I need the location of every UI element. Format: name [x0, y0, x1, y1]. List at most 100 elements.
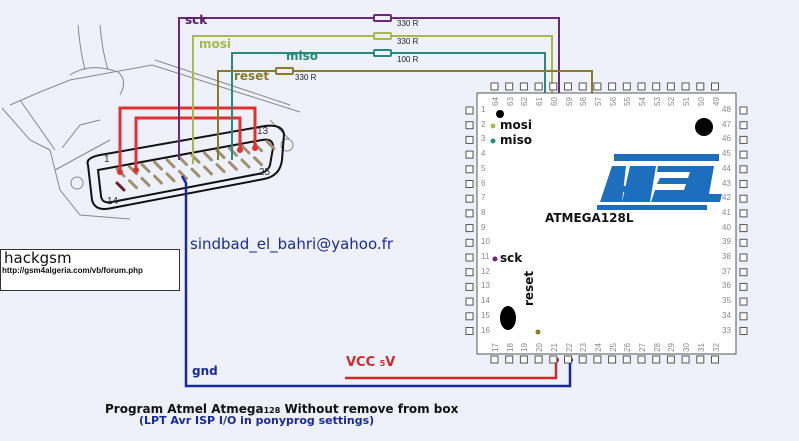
chip-pad-52 [666, 82, 675, 91]
chip-pad-5 [465, 165, 474, 174]
chip-pin-number-19: 19 [520, 343, 530, 352]
chip-pad-59 [564, 82, 572, 91]
label-reset: reset [234, 69, 270, 83]
chip-pin-number-64: 64 [491, 97, 500, 106]
chip-pad-34 [739, 312, 748, 321]
chip-pad-3 [465, 135, 474, 144]
chip-pad-9 [465, 224, 474, 233]
chip-pin-number-21: 21 [549, 343, 559, 352]
chip-pin-number-41: 41 [722, 207, 731, 217]
chip-pad-31 [696, 355, 705, 364]
chip-pin-number-40: 40 [722, 222, 731, 232]
chip-pin-number-18: 18 [505, 343, 515, 352]
vcc-label-text: VCC [346, 355, 376, 370]
chip-pin-number-29: 29 [667, 343, 677, 352]
wire-gnd [180, 175, 572, 388]
info-box: hackgsm http://gsm4algeria.com/vb/forum.… [0, 249, 180, 291]
chip-name: ATMEGA128L [545, 211, 634, 225]
reset-pin-dot [535, 329, 541, 335]
chip-pad-24 [593, 355, 602, 364]
chip-pin-number-15: 15 [481, 310, 490, 320]
chip-pad-28 [652, 355, 661, 364]
chip-pad-58 [578, 82, 587, 91]
db25-pin1-label: 1 [104, 154, 110, 165]
chip-pin-number-42: 42 [722, 193, 731, 203]
chip-pad-50 [696, 82, 705, 91]
db25-pin13-label: 13 [257, 126, 269, 137]
chip-pad-51 [681, 82, 690, 91]
pin1-marker [496, 110, 504, 118]
chip-pad-21 [549, 355, 558, 364]
chip-pads [465, 82, 748, 364]
chip-pin-number-11: 11 [481, 252, 490, 261]
chip-pin-number-7: 7 [481, 193, 486, 203]
db25-pin-25 [253, 156, 263, 167]
chip-label-sck: sck [500, 251, 523, 265]
chip-pin-number-34: 34 [722, 310, 731, 320]
chip-pad-33 [739, 327, 748, 335]
chip-pin-number-47: 47 [722, 119, 731, 129]
db25-pin-23 [228, 160, 238, 171]
db25-pin14-label: 14 [107, 196, 119, 207]
chip-pin-number-6: 6 [481, 178, 486, 188]
chip-pad-10 [465, 238, 474, 247]
chip-pad-49 [711, 82, 719, 91]
chip-pad-19 [519, 355, 528, 364]
info-box-name: hackgsm [4, 249, 72, 267]
title-pre: Program Atmel Atmega [105, 402, 264, 416]
chip-pad-7 [465, 194, 474, 203]
chip-pad-41 [739, 209, 748, 218]
chip-pin-number-20: 20 [535, 343, 545, 352]
chip-label-reset: reset [522, 270, 536, 306]
red-jumper-dots [117, 145, 258, 175]
chip-pad-23 [578, 355, 587, 364]
chip-pad-15 [465, 312, 474, 321]
db25-pin-18 [165, 172, 176, 183]
db25-pin-13 [265, 139, 276, 150]
chip-pad-4 [465, 150, 474, 159]
title-sub: 128 [263, 406, 281, 415]
chip-pad-44 [739, 165, 748, 174]
sck-pin-dot [492, 256, 498, 262]
db25-pin-16 [140, 176, 151, 187]
chip-pad-39 [739, 238, 748, 247]
red-jumpers [118, 106, 257, 172]
chip-pin-number-39: 39 [722, 237, 731, 247]
chip-pin-number-13: 13 [481, 281, 490, 291]
db25-pin-19 [178, 170, 188, 180]
chip-pad-37 [739, 268, 748, 277]
chip-pin-number-10: 10 [481, 237, 490, 247]
chip-pad-16 [465, 327, 474, 335]
db25-pin-6 [178, 156, 188, 166]
chip-pad-47 [739, 121, 748, 130]
resistor-reset-value: 330 R [295, 73, 317, 82]
chip-pad-8 [465, 209, 474, 218]
chip-pad-12 [465, 268, 474, 277]
orientation-dot-top [695, 118, 713, 136]
db25-pin-17 [153, 174, 163, 185]
chip-pad-42 [739, 194, 748, 203]
chip-pin-number-22: 22 [564, 343, 574, 352]
vcc-label: VCC 5V [346, 355, 395, 370]
chip-pin-number-48: 48 [722, 105, 731, 114]
author-email[interactable]: sindbad_el_bahri@yahoo.fr [190, 235, 394, 253]
chip-pin-number-32: 32 [711, 343, 721, 352]
chip-pad-18 [505, 355, 514, 364]
chip-pin-number-28: 28 [652, 343, 662, 352]
chip-pad-2 [465, 121, 474, 130]
label-miso: miso [286, 49, 319, 63]
wire-vcc [345, 360, 558, 380]
chip-pin-number-31: 31 [696, 343, 706, 352]
chip-pad-11 [465, 253, 474, 262]
label-mosi: mosi [199, 37, 232, 51]
resistor-mosi-value: 330 R [397, 37, 419, 46]
chip-pin-number-37: 37 [722, 266, 731, 276]
vcc-label-unit: V [385, 355, 396, 370]
chip-pad-20 [534, 355, 543, 364]
db25-pin-21 [203, 165, 213, 176]
info-box-url[interactable]: http://gsm4algeria.com/vb/forum.php [2, 266, 143, 275]
chip-pin-number-2: 2 [481, 119, 486, 129]
db25-pin-8 [203, 151, 213, 162]
label-sck: sck [185, 13, 208, 27]
chip-pad-46 [739, 135, 748, 144]
